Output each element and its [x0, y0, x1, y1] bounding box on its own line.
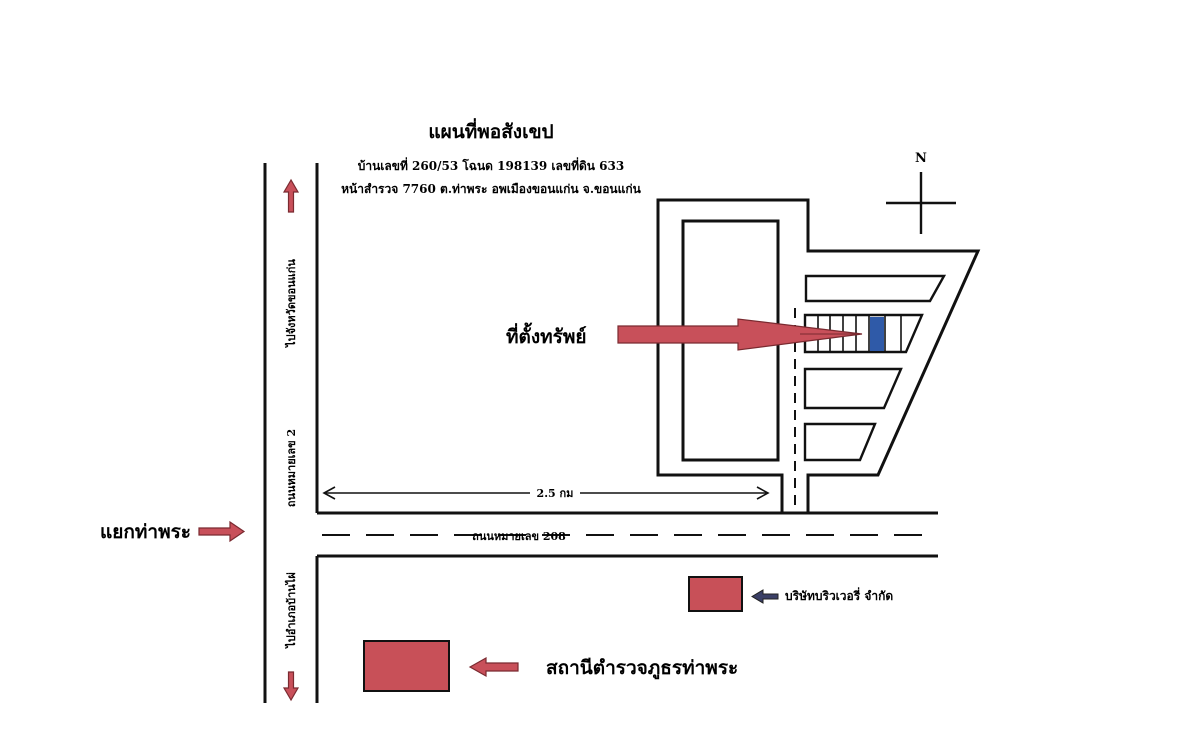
property-plot [870, 317, 884, 351]
junction-label: แยกท่าพระ [100, 521, 191, 543]
highway-2-road [263, 163, 319, 703]
highway-208-label: ถนนหมายเลข 208 [472, 530, 566, 543]
arrow-down-icon [282, 671, 300, 702]
north-arrow-icon [886, 172, 956, 234]
property-arrow-icon [617, 318, 863, 351]
land-plots [803, 274, 947, 462]
road-north-label: ไปจังหวัดขอนแก่น [284, 259, 298, 349]
road-south-label: ไปอำเภอบ้านไผ่ [284, 572, 298, 650]
distance-label: 2.5 กม [537, 487, 574, 500]
property-label: ที่ตั้งทรัพย์ [506, 322, 587, 348]
map-subtitle-line2: หน้าสำรวจ 7760 ต.ท่าพระ อพเมืองขอนแก่น จ… [341, 182, 641, 196]
highway-208-road [317, 511, 938, 558]
distance-arrow-icon [322, 486, 770, 500]
brewery-arrow-icon [751, 589, 779, 604]
brewery-label: บริษัทบริวเวอรี่ จำกัด [785, 587, 893, 603]
map-subtitle-line1: บ้านเลขที่ 260/53 โฉนด 198139 เลขที่ดิน … [358, 157, 624, 173]
brewery-building [688, 576, 743, 612]
police-arrow-icon [468, 656, 519, 678]
map-title: แผนที่พอสังเขป [428, 118, 553, 143]
junction-arrow-icon [198, 520, 246, 543]
arrow-up-icon [282, 178, 300, 213]
highway-2-label: ถนนหมายเลข 2 [285, 429, 298, 507]
police-station-building [363, 640, 450, 692]
north-label: N [915, 151, 927, 166]
police-station-label: สถานีตำรวจภูธรท่าพระ [546, 657, 738, 680]
compound-block [656, 198, 981, 515]
